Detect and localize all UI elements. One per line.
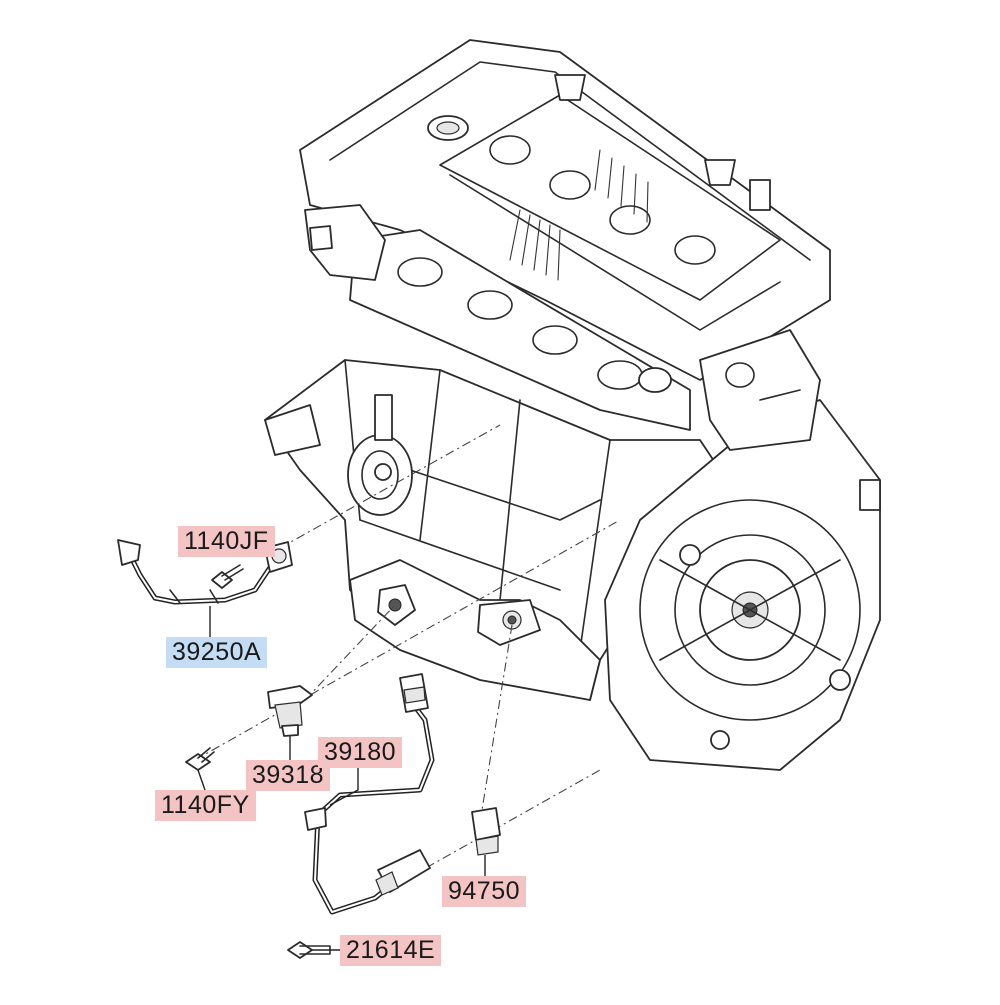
cam-journals (489, 135, 716, 265)
knock-sensor[interactable] (117, 539, 293, 605)
callout-39180[interactable]: 39180 (318, 737, 403, 768)
callout-94750[interactable]: 94750 (442, 876, 527, 907)
callout-1140fy[interactable]: 1140FY (155, 790, 256, 821)
ignition-coil-towers (554, 74, 771, 211)
port-plug (638, 367, 672, 393)
bolt-1140jf[interactable] (211, 564, 244, 589)
oil-pressure-switch[interactable] (471, 807, 501, 856)
thermostat-housing (304, 204, 386, 281)
callout-39318[interactable]: 39318 (246, 760, 331, 791)
camshaft-position-sensor[interactable] (267, 685, 313, 737)
callout-leaders (197, 606, 486, 951)
callout-21614e[interactable]: 21614E (340, 935, 442, 966)
callout-1140jf[interactable]: 1140JF (178, 526, 275, 557)
bolt-1140fy[interactable] (185, 747, 215, 771)
callout-39250a[interactable]: 39250A (166, 637, 268, 668)
manifold-ports (397, 257, 643, 390)
engine-block (264, 39, 881, 771)
lower-block (349, 559, 601, 701)
crankshaft-position-sensor[interactable] (304, 673, 435, 915)
cam-cover-ribs (509, 149, 649, 281)
manifold-flange (349, 229, 691, 431)
